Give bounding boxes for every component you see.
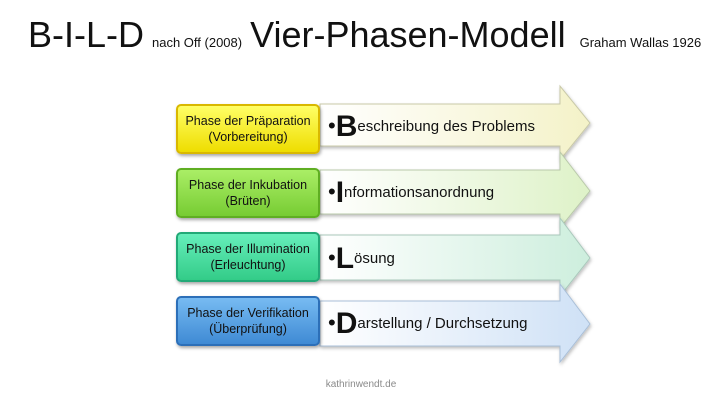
phase-box-preparation: Phase der Präparation (Vorbereitung)	[176, 104, 320, 154]
step-initial: B	[335, 110, 358, 143]
phase-box-incubation: Phase der Inkubation (Brüten)	[176, 168, 320, 218]
title-bild: B-I-L-D	[28, 14, 144, 55]
arrow-shape-1	[319, 84, 591, 162]
step-rest: nformationsanordnung	[344, 184, 495, 201]
step-initial: I	[335, 176, 345, 209]
bullet: •	[328, 179, 336, 204]
phase-translation: (Erleuchtung)	[210, 258, 286, 272]
phase-translation: (Vorbereitung)	[208, 130, 288, 144]
bullet: •	[328, 245, 336, 270]
phase-translation: (Brüten)	[225, 194, 271, 208]
step-rest: eschreibung des Problems	[357, 118, 535, 135]
title-author: Graham Wallas 1926	[579, 35, 702, 50]
step-rest: arstellung / Durchsetzung	[357, 315, 528, 332]
phase-name: Phase der Illumination	[186, 242, 310, 256]
page-title: B-I-L-D nach Off (2008) Vier-Phasen-Modell…	[28, 14, 701, 56]
arrow-shape-4	[319, 282, 591, 364]
phase-box-illumination: Phase der Illumination (Erleuchtung)	[176, 232, 320, 282]
step-text-b: •Beschreibung des Problems	[328, 110, 535, 144]
phase-name: Phase der Verifikation	[187, 306, 309, 320]
phase-box-verification: Phase der Verifikation (Überprüfung)	[176, 296, 320, 346]
phase-name: Phase der Präparation	[185, 114, 311, 128]
step-initial: L	[335, 242, 355, 275]
step-rest: ösung	[354, 250, 395, 267]
phase-translation: (Überprüfung)	[209, 322, 287, 336]
phase-name: Phase der Inkubation	[188, 178, 308, 192]
step-initial: D	[335, 307, 358, 340]
bullet: •	[328, 310, 336, 335]
arrow-shape-3	[319, 216, 591, 298]
title-source: nach Off (2008)	[152, 35, 243, 50]
step-text-l: •Lösung	[328, 242, 395, 276]
step-text-d: •Darstellung / Durchsetzung	[328, 307, 527, 341]
arrow-shape-2	[319, 150, 591, 230]
step-text-i: •Informationsanordnung	[328, 176, 494, 210]
bullet: •	[328, 113, 336, 138]
title-model: Vier-Phasen-Modell	[250, 14, 566, 55]
footer-credit: kathrinwendt.de	[325, 379, 397, 390]
